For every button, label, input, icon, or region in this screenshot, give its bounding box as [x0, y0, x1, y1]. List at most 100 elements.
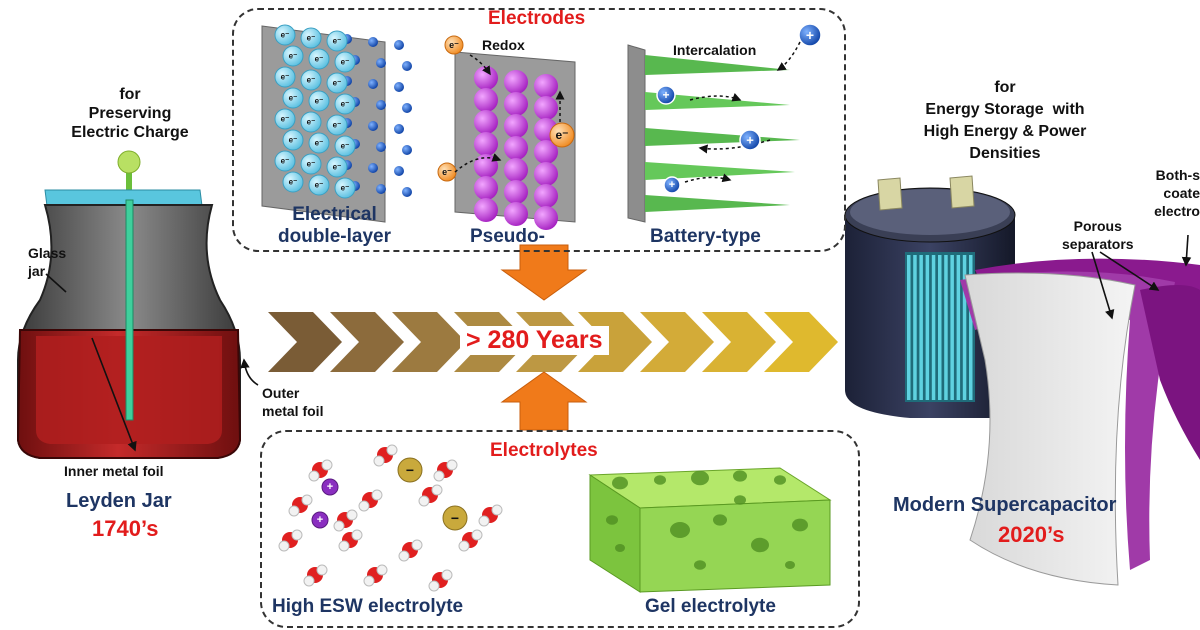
water-hydrogen	[428, 580, 440, 592]
edl-counter-ion	[368, 79, 378, 89]
leyden-purpose: for Preserving Electric Charge	[40, 85, 220, 142]
pseudo-sphere	[474, 66, 498, 90]
edl-electron-symbol: e⁻	[341, 58, 350, 67]
edl-solvated-ion	[274, 24, 296, 46]
supercapacitor-illustration	[844, 175, 1200, 586]
water-hydrogen	[418, 495, 430, 507]
edl-counter-ion	[376, 58, 386, 68]
edl-counter-ion	[376, 142, 386, 152]
water-hydrogen	[411, 539, 423, 551]
edl-electron-symbol: e⁻	[289, 52, 298, 61]
leyden-purpose-line1: for	[119, 86, 141, 103]
edl-electron-symbol: e⁻	[333, 121, 342, 130]
edl-solvated-ion	[300, 111, 322, 133]
gel-electrolyte-illustration	[588, 467, 832, 593]
edl-counter-ion	[368, 37, 378, 47]
electrode-roll-stripe	[956, 255, 961, 400]
edl-solvated-ion	[334, 51, 356, 73]
electrode-edl-illustration: e⁻e⁻e⁻e⁻e⁻e⁻e⁻e⁻e⁻e⁻e⁻e⁻e⁻e⁻e⁻e⁻e⁻e⁻e⁻e⁻…	[261, 24, 412, 223]
pseudo-sphere	[534, 96, 558, 120]
cation-symbol: +	[746, 133, 754, 148]
cation-symbol: +	[669, 179, 675, 191]
edl-counter-ion	[402, 103, 412, 113]
edl-solvated-ion	[308, 132, 330, 154]
gel-pore	[694, 560, 706, 570]
water-hydrogen	[333, 520, 345, 532]
water-hydrogen	[301, 494, 313, 506]
gel-pore	[670, 522, 690, 538]
edl-electron-symbol: e⁻	[307, 76, 316, 85]
pseudo-sphere	[534, 206, 558, 230]
edl-electron-symbol: e⁻	[281, 115, 290, 124]
edl-solvated-ion	[334, 93, 356, 115]
edl-counter-ion	[376, 100, 386, 110]
supercap-purpose-line1: for	[994, 79, 1016, 96]
coated-line2: coate	[1163, 185, 1200, 201]
edl-electron-symbol: e⁻	[307, 118, 316, 127]
edl-electron-symbol: e⁻	[315, 55, 324, 64]
arrow-down-orange	[500, 244, 588, 301]
gel-pore	[691, 470, 709, 486]
edl-electron-symbol: e⁻	[281, 73, 290, 82]
edl-electron-symbol: e⁻	[333, 79, 342, 88]
edl-electron-symbol: e⁻	[307, 34, 316, 43]
gel-pore	[713, 514, 727, 526]
water-hydrogen	[321, 459, 333, 471]
supercap-purpose-line4: Densities	[969, 145, 1041, 162]
edl-electron-symbol: e⁻	[333, 37, 342, 46]
edl-counter-ion	[402, 187, 412, 197]
water-hydrogen	[288, 505, 300, 517]
electrode-pseudo-illustration: e⁻e⁻e⁻	[437, 35, 576, 230]
anion-sphere	[442, 505, 468, 531]
pseudo-sphere	[504, 158, 528, 182]
water-hydrogen	[433, 470, 445, 482]
water-hydrogen	[446, 459, 458, 471]
coated-line3: electro	[1154, 203, 1200, 219]
porous-line2: separators	[1062, 236, 1134, 252]
cation-symbol: +	[662, 88, 669, 102]
electrode-roll-stripe	[969, 255, 973, 400]
supercap-purpose-line3: High Energy & Power	[923, 123, 1087, 140]
pseudo-sphere	[534, 184, 558, 208]
pseudo-sphere	[534, 74, 558, 98]
gel-pore	[792, 518, 808, 532]
water-hydrogen	[431, 484, 443, 496]
gel-pore	[654, 475, 666, 485]
edl-electron-symbol: e⁻	[341, 100, 350, 109]
pseudo-sphere	[504, 70, 528, 94]
cation-sphere	[739, 129, 761, 151]
gel-pore	[612, 476, 628, 490]
outer-foil-line2: metal foil	[262, 403, 324, 419]
water-hydrogen	[308, 470, 320, 482]
water-hydrogen	[278, 540, 290, 552]
edl-solvated-ion	[300, 27, 322, 49]
chevron	[764, 312, 838, 372]
water-hydrogen	[363, 575, 375, 587]
water-hydrogen	[386, 444, 398, 456]
pseudo-sphere	[504, 92, 528, 116]
edl-electron-symbol: e⁻	[333, 163, 342, 172]
water-hydrogen	[338, 540, 350, 552]
edl-solvated-ion	[308, 48, 330, 70]
timeline-label: > 280 Years	[460, 326, 609, 355]
porous-separators-label: Porous separators	[1062, 217, 1134, 253]
electrode-roll-stripe	[931, 255, 936, 400]
electrode-roll-stripe	[950, 255, 954, 400]
water-hydrogen	[371, 489, 383, 501]
cation-symbol: +	[327, 481, 333, 493]
pseudo-sphere	[504, 114, 528, 138]
edl-electron-symbol: e⁻	[315, 181, 324, 190]
edl-electron-symbol: e⁻	[307, 160, 316, 169]
electrodes-title: Electrodes	[488, 8, 586, 29]
electron-symbol: e⁻	[449, 40, 459, 50]
leyden-year: 1740’s	[92, 516, 159, 541]
electrolyte-molecules-illustration: −−++	[278, 444, 503, 592]
electrode-roll-stripe	[944, 255, 948, 400]
gel-pore	[606, 515, 618, 525]
electron-symbol: e⁻	[442, 167, 452, 177]
edl-electron-symbol: e⁻	[289, 178, 298, 187]
water-hydrogen	[291, 529, 303, 541]
gel-pore	[785, 561, 795, 569]
edl-electron-symbol: e⁻	[289, 136, 298, 145]
cation-sphere	[311, 511, 329, 529]
